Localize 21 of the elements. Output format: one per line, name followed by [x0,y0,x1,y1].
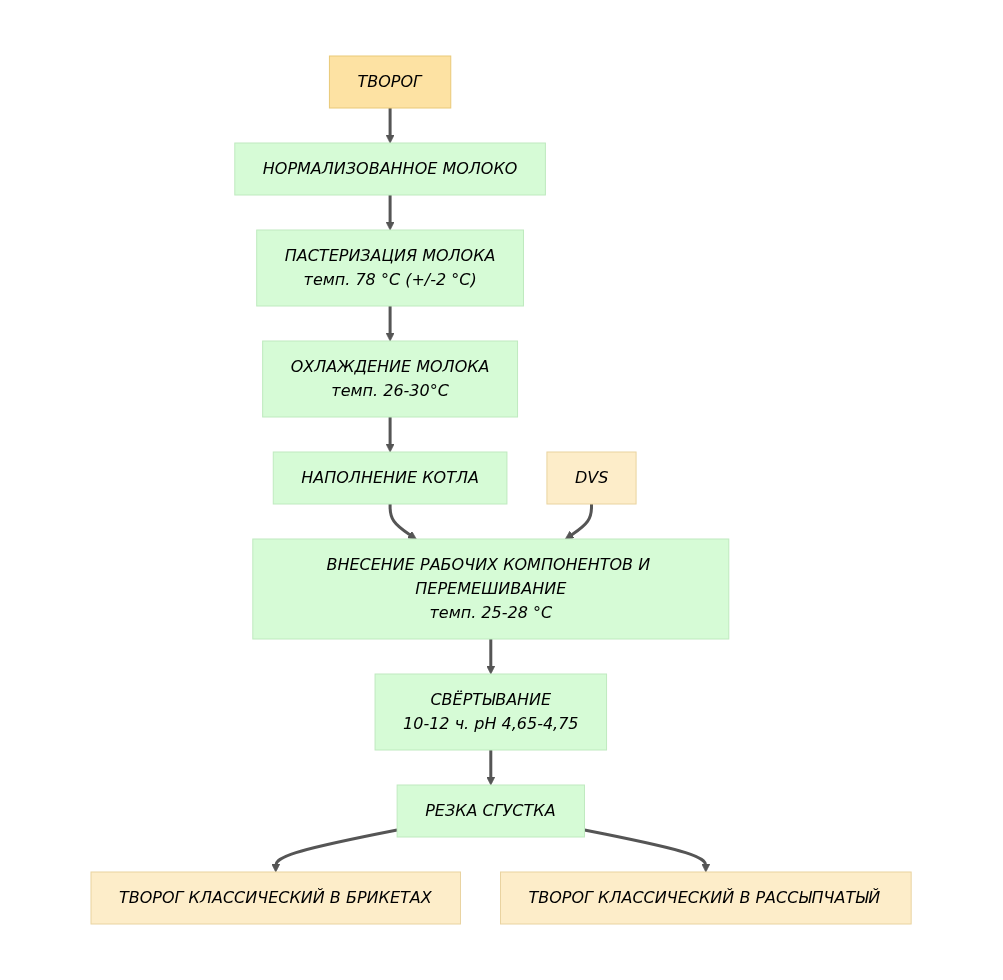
arrow [486,639,496,675]
arrow [386,195,395,231]
arrow [486,750,496,786]
node-box: ПАСТЕРИЗАЦИЯ МОЛОКА темп. 78 °С (+/-2 °С) [256,229,525,307]
node-box: ВНЕСЕНИЕ РАБОЧИХ КОМПОНЕНТОВ И ПЕРЕМЕШИВАНИЕ темп. 25-28 °С [252,538,730,640]
node-box: НАПОЛНЕНИЕ КОТЛА [273,451,508,505]
arrow [386,417,395,453]
node-box: DVS [546,451,637,505]
node-box: НОРМАЛИЗОВАННОЕ МОЛОКО [234,142,547,196]
arrow [389,504,417,540]
arrow [271,828,398,873]
node-box: ТВОРОГ КЛАССИЧЕСКИЙ В БРИКЕТАХ [90,871,462,925]
node-box: ТВОРОГ КЛАССИЧЕСКИЙ В РАССЫПЧАТЫЙ [500,871,913,925]
node-box: ОХЛАЖДЕНИЕ МОЛОКА темп. 26-30°С [262,340,519,418]
node-box: РЕЗКА СГУСТКА [397,784,586,838]
arrow [584,828,711,873]
arrow [386,108,395,144]
node-box: ТВОРОГ [329,55,452,109]
node-box: СВЁРТЫВАНИЕ 10-12 ч. рН 4,65-4,75 [374,673,608,751]
arrow [565,504,594,540]
arrow [386,306,395,342]
